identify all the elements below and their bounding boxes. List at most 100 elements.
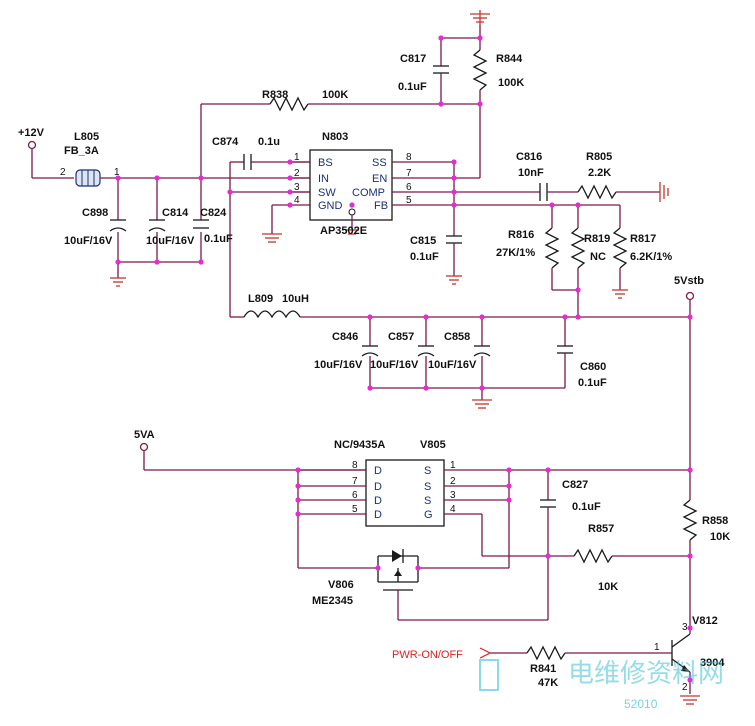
r857-resistor bbox=[573, 548, 613, 564]
v805-pin-num: 2 bbox=[450, 476, 456, 487]
r805-ref: R805 bbox=[586, 151, 612, 163]
r805-value: 2.2K bbox=[588, 167, 611, 179]
v805-pin-num: 5 bbox=[352, 504, 358, 515]
v812-pin2: 2 bbox=[682, 682, 688, 693]
r819-resistor bbox=[570, 227, 586, 269]
n803-pin-name: SS bbox=[372, 157, 387, 169]
v812-part: 3904 bbox=[700, 657, 725, 669]
c815-value: 0.1uF bbox=[410, 251, 439, 263]
l805-ferrite-bead bbox=[75, 169, 101, 187]
v805-pin-num: 7 bbox=[352, 476, 358, 487]
n803-ref: N803 bbox=[322, 131, 348, 143]
n803-pin-name: COMP bbox=[352, 187, 385, 199]
v805-pin-name: S bbox=[424, 465, 431, 477]
5va-terminal bbox=[139, 442, 149, 452]
n803-part: AP3502E bbox=[320, 225, 367, 237]
r841-resistor bbox=[526, 645, 566, 661]
n803-pin-name: BS bbox=[318, 157, 333, 169]
v806-mosfet bbox=[377, 549, 419, 591]
r805-resistor bbox=[577, 184, 617, 200]
c815-capacitor bbox=[446, 235, 462, 244]
v805-pin-num: 1 bbox=[450, 460, 456, 471]
c874-ref: C874 bbox=[212, 136, 239, 148]
r817-resistor bbox=[612, 227, 628, 269]
r844-value: 100K bbox=[498, 77, 524, 89]
r844-resistor bbox=[472, 49, 488, 91]
r841-ref: R841 bbox=[530, 663, 556, 675]
v805-pin-num: 4 bbox=[450, 504, 456, 515]
n803-pin-num: 4 bbox=[294, 195, 300, 206]
v805-pin-num: 8 bbox=[352, 460, 358, 471]
ground-symbol bbox=[110, 277, 126, 287]
c898-capacitor bbox=[109, 219, 127, 232]
r858-resistor bbox=[682, 499, 698, 541]
v812-pin3: 3 bbox=[682, 622, 688, 633]
n803-pin-name: GND bbox=[318, 200, 343, 212]
r857-value: 10K bbox=[598, 581, 618, 593]
v805-pin-name: D bbox=[374, 481, 382, 493]
l805-pin2: 2 bbox=[60, 167, 66, 178]
l805-value: FB_3A bbox=[64, 145, 99, 157]
c874-capacitor bbox=[243, 154, 252, 170]
v812-transistor bbox=[671, 633, 691, 673]
r816-resistor bbox=[544, 227, 560, 269]
n803-pin-name: FB bbox=[374, 200, 388, 212]
c827-value: 0.1uF bbox=[572, 501, 601, 513]
c857-ref: C857 bbox=[388, 331, 414, 343]
n803-pin-num: 8 bbox=[406, 152, 412, 163]
v805-pin-name: D bbox=[374, 495, 382, 507]
v805-part: NC/9435A bbox=[334, 439, 385, 451]
n803-pin-num: 3 bbox=[294, 182, 300, 193]
r838-ref: R838 bbox=[262, 89, 288, 101]
c846-value: 10uF/16V bbox=[314, 359, 363, 371]
c827-capacitor bbox=[540, 499, 556, 508]
r816-value: 27K/1% bbox=[496, 247, 535, 259]
l809-value: 10uH bbox=[282, 293, 309, 305]
c815-ref: C815 bbox=[410, 235, 436, 247]
c860-capacitor bbox=[557, 345, 573, 354]
c858-ref: C858 bbox=[444, 331, 470, 343]
c817-value: 0.1uF bbox=[398, 81, 427, 93]
vin-label: +12V bbox=[18, 127, 45, 139]
v806-ref: V806 bbox=[328, 579, 354, 591]
c860-value: 0.1uF bbox=[578, 377, 607, 389]
l805-ref: L805 bbox=[74, 131, 99, 143]
watermark-logo-icon bbox=[479, 659, 499, 691]
ground-symbol bbox=[345, 229, 359, 235]
c814-capacitor bbox=[148, 219, 166, 232]
c817-capacitor bbox=[433, 65, 449, 74]
c898-ref: C898 bbox=[82, 207, 108, 219]
c874-value: 0.1u bbox=[258, 136, 280, 148]
r817-value: 6.2K/1% bbox=[630, 251, 672, 263]
c816-value: 10nF bbox=[518, 167, 544, 179]
pwr-on-off-net: PWR-ON/OFF bbox=[392, 649, 463, 661]
r857-ref: R857 bbox=[588, 523, 614, 535]
v805-pin-name: D bbox=[374, 509, 382, 521]
n803-chip-body bbox=[309, 149, 393, 221]
r838-value: 100K bbox=[322, 89, 348, 101]
vin-terminal bbox=[27, 140, 37, 150]
c824-capacitor bbox=[193, 219, 209, 229]
v805-pin-name: S bbox=[424, 481, 431, 493]
watermark: 电维修资料网 52010 bbox=[479, 659, 724, 711]
v805-chip-body bbox=[365, 459, 445, 527]
c814-value: 10uF/16V bbox=[146, 235, 195, 247]
ground-symbol bbox=[446, 275, 462, 285]
watermark-text: 电维修资料网 bbox=[568, 659, 724, 689]
n803-pin-name: IN bbox=[318, 173, 329, 185]
c816-capacitor bbox=[539, 183, 548, 201]
l805-pin1: 1 bbox=[114, 167, 120, 178]
n803-pin-num: 2 bbox=[294, 168, 300, 179]
n803-pin-name: EN bbox=[372, 173, 387, 185]
r858-value: 10K bbox=[710, 531, 730, 543]
ground-symbol bbox=[470, 10, 490, 25]
c858-value: 10uF/16V bbox=[428, 359, 477, 371]
c814-ref: C814 bbox=[162, 207, 189, 219]
c857-value: 10uF/16V bbox=[370, 359, 419, 371]
r838-resistor bbox=[269, 96, 309, 112]
5va-label: 5VA bbox=[134, 429, 155, 441]
v805-ref: V805 bbox=[420, 439, 446, 451]
c846-capacitor bbox=[361, 345, 379, 357]
v806-part: ME2345 bbox=[312, 595, 353, 607]
